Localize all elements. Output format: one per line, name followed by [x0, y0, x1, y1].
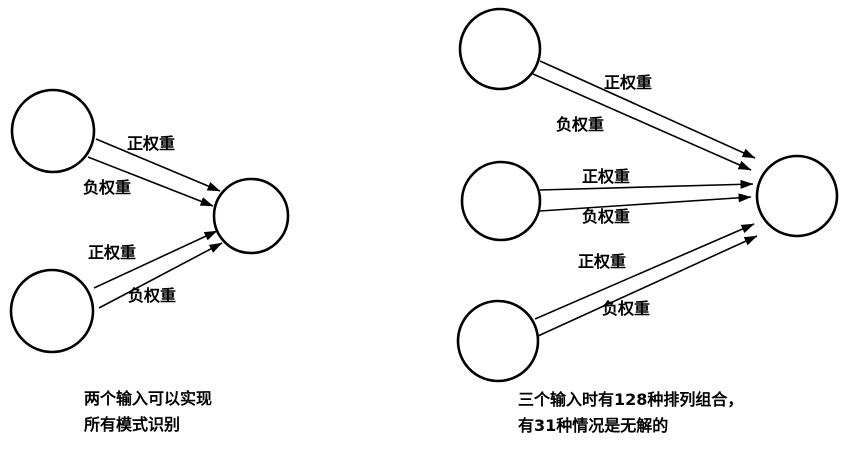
left-input-node-1 — [10, 88, 96, 174]
right-edge-2-label: 负权重 — [556, 115, 604, 134]
right-edge-4-negative-arrow — [539, 193, 752, 212]
right-edge-1-label: 正权重 — [604, 73, 652, 92]
left-caption-line-2: 所有模式识别 — [84, 415, 180, 434]
right-edge-3-positive-arrow — [539, 179, 754, 191]
left-edge-1-positive-arrow — [95, 138, 221, 192]
left-edge-3-positive-arrow — [93, 230, 218, 289]
left-edge-3-label: 正权重 — [88, 243, 136, 262]
right-output-node — [755, 154, 839, 238]
right-caption-line-1: 三个输入时有128种排列组合， — [518, 390, 743, 409]
right-edge-5-label: 正权重 — [578, 252, 626, 271]
left-edge-4-label: 负权重 — [128, 286, 176, 305]
right-diagram: 正权重 负权重 正权重 负权重 正权重 负权重 三个输入时有128种排列组合， … — [456, 7, 839, 435]
right-edge-6-negative-arrow — [537, 235, 758, 337]
right-edge-1-positive-arrow — [539, 60, 756, 159]
right-input-node-3 — [456, 299, 540, 383]
left-diagram: 正权重 负权重 正权重 负权重 两个输入可以实现 所有模式识别 — [9, 88, 290, 434]
right-edge-6-label: 负权重 — [602, 299, 650, 318]
right-input-node-2 — [460, 160, 542, 242]
left-edge-2-label: 负权重 — [83, 178, 131, 197]
right-edge-2-negative-arrow — [532, 73, 752, 171]
left-edge-1-label: 正权重 — [127, 134, 175, 153]
left-edge-4-negative-arrow — [98, 242, 223, 309]
right-edge-4-label: 负权重 — [582, 207, 630, 226]
left-caption-line-1: 两个输入可以实现 — [84, 389, 212, 408]
right-caption-line-2: 有31种情况是无解的 — [518, 416, 668, 435]
left-input-node-2 — [9, 268, 95, 354]
right-edge-3-label: 正权重 — [582, 167, 630, 186]
left-output-node — [212, 177, 290, 255]
right-input-node-1 — [458, 7, 542, 91]
left-edge-2-negative-arrow — [87, 156, 214, 207]
right-edge-5-positive-arrow — [534, 223, 755, 320]
